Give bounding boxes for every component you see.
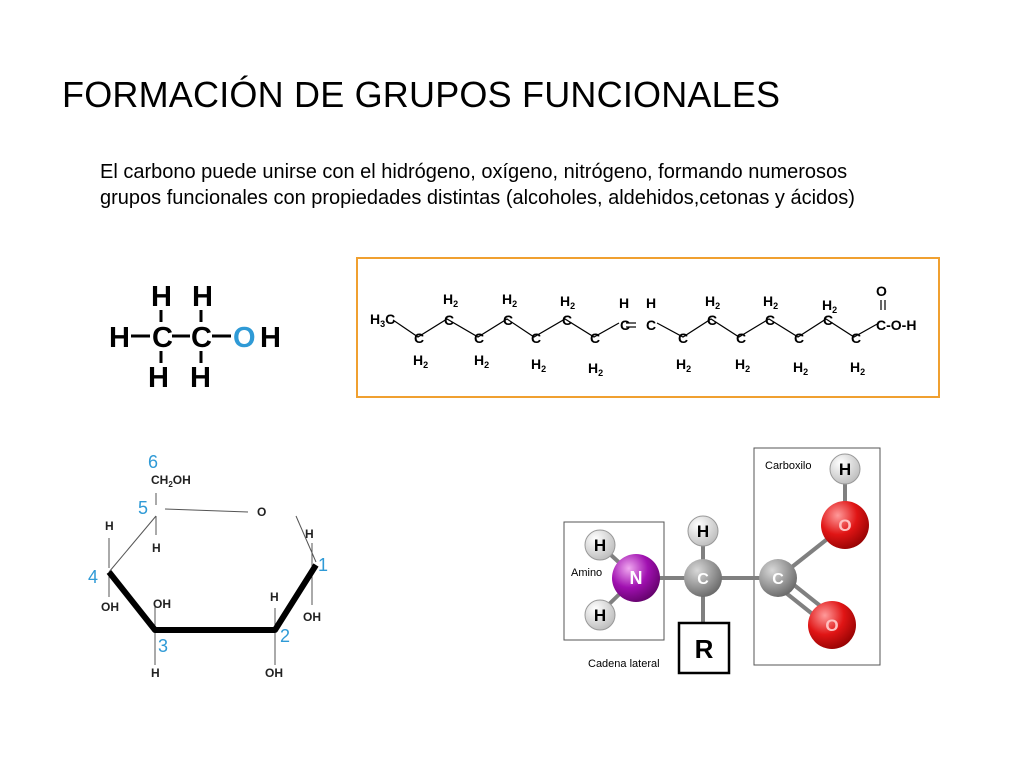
glucose-oh: OH [265,666,283,680]
fatty-acid-carbon: C [765,312,775,328]
glucose-diagram: 6 5 4 3 2 1 CH2OH O H H H H H OH OH OH O… [88,452,328,680]
glucose-carbon-number: 1 [318,555,328,575]
fatty-acid-h2: H2 [705,293,720,311]
ethanol-atom-o: O [233,322,256,354]
cadena-lateral-label: Cadena lateral [588,658,660,670]
glucose-oh: OH [153,597,171,611]
fatty-acid-carbon: C [707,312,717,328]
fatty-acid-carbon: C [474,330,484,346]
fatty-acid-carbon: C [678,330,688,346]
amino-label: Amino [571,567,602,579]
glucose-carbon-number: 4 [88,567,98,587]
fatty-acid-carbon: C [531,330,541,346]
fatty-acid-diagram: H3C C C C C C C C C = C C C C C C C C C-… [370,283,916,378]
fatty-acid-carbon: C [503,312,513,328]
fatty-acid-carbon: C [646,317,656,333]
glucose-h: H [151,666,160,680]
fatty-acid-h2: H2 [588,360,603,378]
fatty-acid-carbon: C [414,330,424,346]
carboxilo-frame [753,447,881,666]
fatty-acid-carbon: C [562,312,572,328]
atom-c: C [772,571,784,588]
fatty-acid-carbon: C [851,330,861,346]
atom-h: H [594,536,606,555]
atom-h: H [839,460,851,479]
glucose-carbon-number: 3 [158,636,168,656]
glucose-h: H [152,541,161,555]
fatty-acid-h2: H2 [822,297,837,315]
fatty-acid-carbon: C [444,312,454,328]
slide-body-text: El carbono puede unirse con el hidrógeno… [100,161,855,209]
fatty-acid-h: H [646,295,656,311]
glucose-carbon-number: 5 [138,498,148,518]
ethanol-diagram: H H H C C O H H H [109,281,281,394]
fatty-acid-h2: H2 [443,291,458,309]
fatty-acid-h2: H2 [850,359,865,377]
ethanol-atom-c: C [191,322,212,354]
glucose-oh: OH [303,610,321,624]
ethanol-atom-c: C [152,322,173,354]
atom-h: H [594,606,606,625]
glucose-oh: OH [101,600,119,614]
ethanol-atom-h: H [260,322,281,354]
ethanol-atom-h: H [148,362,169,394]
ethanol-atom-h: H [192,281,213,313]
fatty-acid-h2: H2 [763,293,778,311]
r-group-label: R [695,634,714,664]
atom-n: N [630,568,643,588]
fatty-acid-h2: H2 [531,356,546,374]
fatty-acid-h2: H2 [502,291,517,309]
glucose-carbon-number: 6 [148,452,158,472]
atom-c: C [697,571,709,588]
atom-o: O [825,616,838,635]
fatty-acid-oxygen: O [876,283,887,299]
atom-h: H [697,522,709,541]
fatty-acid-h3c: H3C [370,311,395,329]
fatty-acid-cooh: C-O-H [876,317,916,333]
glucose-h: H [305,527,314,541]
glucose-h: H [105,519,114,533]
slide-title: FORMACIÓN DE GRUPOS FUNCIONALES [62,74,781,115]
fatty-acid-carbon: C [736,330,746,346]
glucose-ch2oh: CH2OH [151,473,191,489]
amino-frame [563,521,665,641]
fatty-acid-carbon: C [620,317,630,333]
glucose-h: H [270,590,279,604]
ethanol-atom-h: H [109,322,130,354]
amino-acid-diagram: Carboxilo Amino Cadena lateral H H H H O… [563,447,881,675]
carboxilo-label: Carboxilo [765,460,811,472]
glucose-carbon-number: 2 [280,626,290,646]
fatty-acid-h2: H2 [413,352,428,370]
fatty-acid-h2: H2 [735,356,750,374]
fatty-acid-carbon: C [794,330,804,346]
atom-o: O [838,516,851,535]
glucose-ring-oxygen: O [257,505,266,519]
fatty-acid-carbon: C [823,312,833,328]
fatty-acid-carbon: C [590,330,600,346]
ethanol-atom-h: H [151,281,172,313]
fatty-acid-h: H [619,295,629,311]
fatty-acid-h2: H2 [793,359,808,377]
fatty-acid-h2: H2 [560,293,575,311]
fatty-acid-frame [356,257,940,398]
fatty-acid-h2: H2 [474,352,489,370]
r-group-box [677,621,731,675]
ethanol-atom-h: H [190,362,211,394]
fatty-acid-h2: H2 [676,356,691,374]
fatty-acid-double-bond: = [636,329,637,331]
